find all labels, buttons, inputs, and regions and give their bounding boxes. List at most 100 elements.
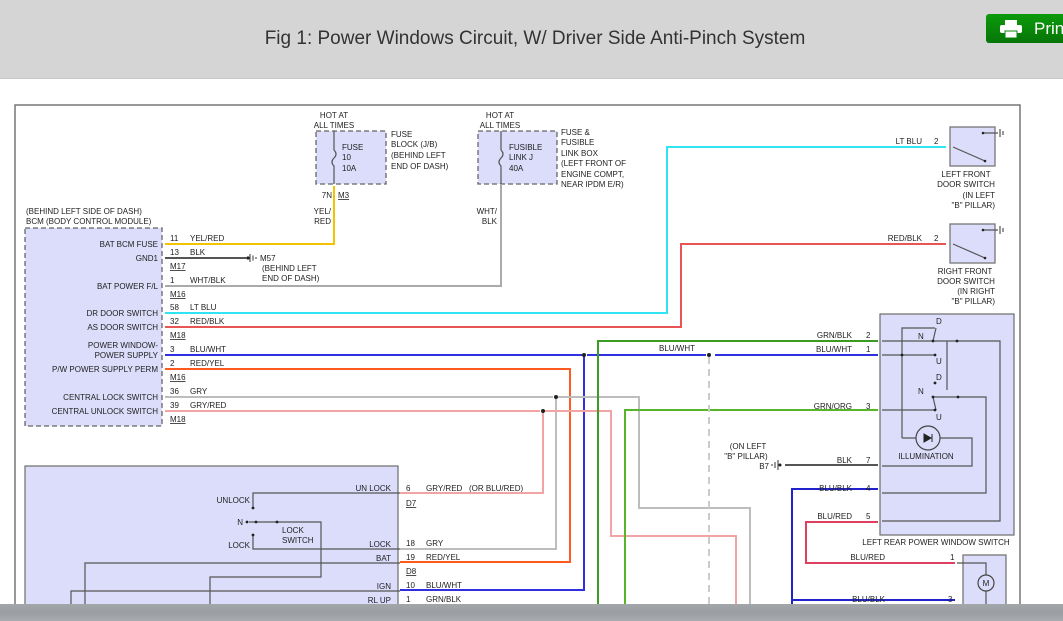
lock-switch-label: LOCK xyxy=(282,526,304,535)
printer-icon xyxy=(1000,19,1022,38)
bcm-location: (BEHIND LEFT SIDE OF DASH) xyxy=(26,207,142,216)
module-pin-label: RL UP xyxy=(368,596,391,605)
wire-label: GRY/RED xyxy=(190,401,227,410)
contact-label: U xyxy=(936,413,942,422)
wire-label: RED xyxy=(314,217,331,226)
bottom-scroll-bar[interactable] xyxy=(0,604,1063,621)
bcm-name: BCM (BODY CONTROL MODULE) xyxy=(26,217,152,226)
wire-blu-blk xyxy=(791,488,878,621)
wire-label: BLU/WHT xyxy=(659,344,695,353)
fuse-block-desc: FUSE xyxy=(391,130,412,139)
switch-desc: DOOR SWITCH xyxy=(937,277,995,286)
switch-desc: DOOR SWITCH xyxy=(937,180,995,189)
pin-number: 32 xyxy=(170,317,179,326)
wire-label: BLU/BLK xyxy=(852,595,886,604)
pin-number: 39 xyxy=(170,401,179,410)
ground-id: B7 xyxy=(759,462,769,471)
fuse-block: HOT AT ALL TIMES FUSE 10 10A FUSE BLOCK … xyxy=(314,111,449,226)
fusible-desc: FUSE & xyxy=(561,128,591,137)
fusible-desc: ENGINE COMPT, xyxy=(561,170,624,179)
wire-gry-red xyxy=(545,410,737,621)
hot-label: HOT AT xyxy=(486,111,514,120)
wire-label: GRN/BLK xyxy=(426,595,462,604)
wire-red-blk xyxy=(165,243,946,328)
page-title: Fig 1: Power Windows Circuit, W/ Driver … xyxy=(264,28,806,49)
fusible-desc: LINK BOX xyxy=(561,149,599,158)
wire-label: BLU/BLK xyxy=(819,484,853,493)
pin-number: 1 xyxy=(866,345,871,354)
wires: BLU/WHT xyxy=(165,146,955,621)
switch-desc: RIGHT FRONT xyxy=(938,267,993,276)
wire-label: WHT/ xyxy=(477,207,498,216)
wire-blu-red xyxy=(805,521,955,564)
fuse-block-desc: (BEHIND LEFT xyxy=(391,151,446,160)
pin-number: 2 xyxy=(170,359,175,368)
ground-b7: (ON LEFT "B" PILLAR) B7 xyxy=(724,442,782,471)
fusible-desc: NEAR IPDM E/R) xyxy=(561,180,624,189)
bcm-pin-label: DR DOOR SWITCH xyxy=(86,309,158,318)
module-pin-label: BAT xyxy=(376,554,391,563)
fusible-link-box: HOT AT ALL TIMES FUSIBLE LINK J 40A FUSE… xyxy=(477,111,627,226)
connector-label: M16 xyxy=(170,290,186,299)
wire-red-yel xyxy=(165,368,571,563)
illumination-label: ILLUMINATION xyxy=(898,452,954,461)
switch-desc: "B" PILLAR) xyxy=(952,297,996,306)
module-pin-label: LOCK xyxy=(369,540,391,549)
pin-number: 10 xyxy=(406,581,415,590)
wire-label: BLU/RED xyxy=(850,553,885,562)
pin-number: 2 xyxy=(934,234,939,243)
pin-number: 18 xyxy=(406,539,415,548)
switch-contact-label: N xyxy=(237,518,243,527)
fuse-label: LINK J xyxy=(509,153,533,162)
connector-label: M18 xyxy=(170,415,186,424)
fusible-desc: FUSIBLE xyxy=(561,138,594,147)
connector-label: M17 xyxy=(170,262,186,271)
contact-label: U xyxy=(936,357,942,366)
fusible-desc: (LEFT FRONT OF xyxy=(561,159,626,168)
switch-desc: (IN RIGHT xyxy=(957,287,995,296)
switch-name: LEFT REAR POWER WINDOW SWITCH xyxy=(862,538,1010,547)
wire-label: YEL/RED xyxy=(190,234,224,243)
pin-number: 2 xyxy=(866,331,871,340)
pin-number: 36 xyxy=(170,387,179,396)
fuse-block-desc: BLOCK (J/B) xyxy=(391,140,438,149)
contact-label: D xyxy=(936,317,942,326)
bcm-pin-label: POWER WINDOW- xyxy=(88,341,158,350)
pin-label: 7N xyxy=(322,191,332,200)
wire-label: LT BLU xyxy=(190,303,217,312)
wire-label: GRN/ORG xyxy=(814,402,852,411)
bcm-pin-label: AS DOOR SWITCH xyxy=(87,323,158,332)
wire-label: BLU/WHT xyxy=(190,345,226,354)
hot-label: HOT AT xyxy=(320,111,348,120)
wire-label: BLK xyxy=(482,217,498,226)
pin-number: 11 xyxy=(170,234,179,243)
pin-number: 3 xyxy=(866,402,871,411)
ground-desc: "B" PILLAR) xyxy=(724,452,768,461)
print-button[interactable]: Print xyxy=(986,14,1063,43)
switch-desc: LEFT FRONT xyxy=(941,170,990,179)
bcm-pin-label: P/W POWER SUPPLY PERM xyxy=(52,365,158,374)
fuse-label: FUSE xyxy=(342,143,363,152)
switch-contact-label: UNLOCK xyxy=(217,496,251,505)
bcm-pin-label: BAT POWER F/L xyxy=(97,282,159,291)
fuse-number: 10 xyxy=(342,153,351,162)
pin-number: 3 xyxy=(170,345,175,354)
wire-grn-blk xyxy=(597,340,878,621)
wire-label: RED/BLK xyxy=(190,317,225,326)
pin-number: 4 xyxy=(866,484,871,493)
wire-label: BLU/RED xyxy=(817,512,852,521)
bcm-pin-label: GND1 xyxy=(136,254,159,263)
fuse-rating: 10A xyxy=(342,164,357,173)
wire-label: BLK xyxy=(190,248,206,257)
wire-label: RED/BLK xyxy=(888,234,923,243)
wire-label: BLU/WHT xyxy=(816,345,852,354)
pin-number: 3 xyxy=(948,595,953,604)
wire-grn-org xyxy=(624,409,878,621)
wire-blu-wht-ign xyxy=(400,355,585,591)
pin-number: 13 xyxy=(170,248,179,257)
pin-number: 6 xyxy=(406,484,411,493)
page-header: Fig 1: Power Windows Circuit, W/ Driver … xyxy=(0,0,1063,79)
contact-label: N xyxy=(918,332,924,341)
ground-m57: M57 (BEHIND LEFT END OF DASH) xyxy=(246,254,320,283)
wire-yel-red xyxy=(165,186,335,245)
